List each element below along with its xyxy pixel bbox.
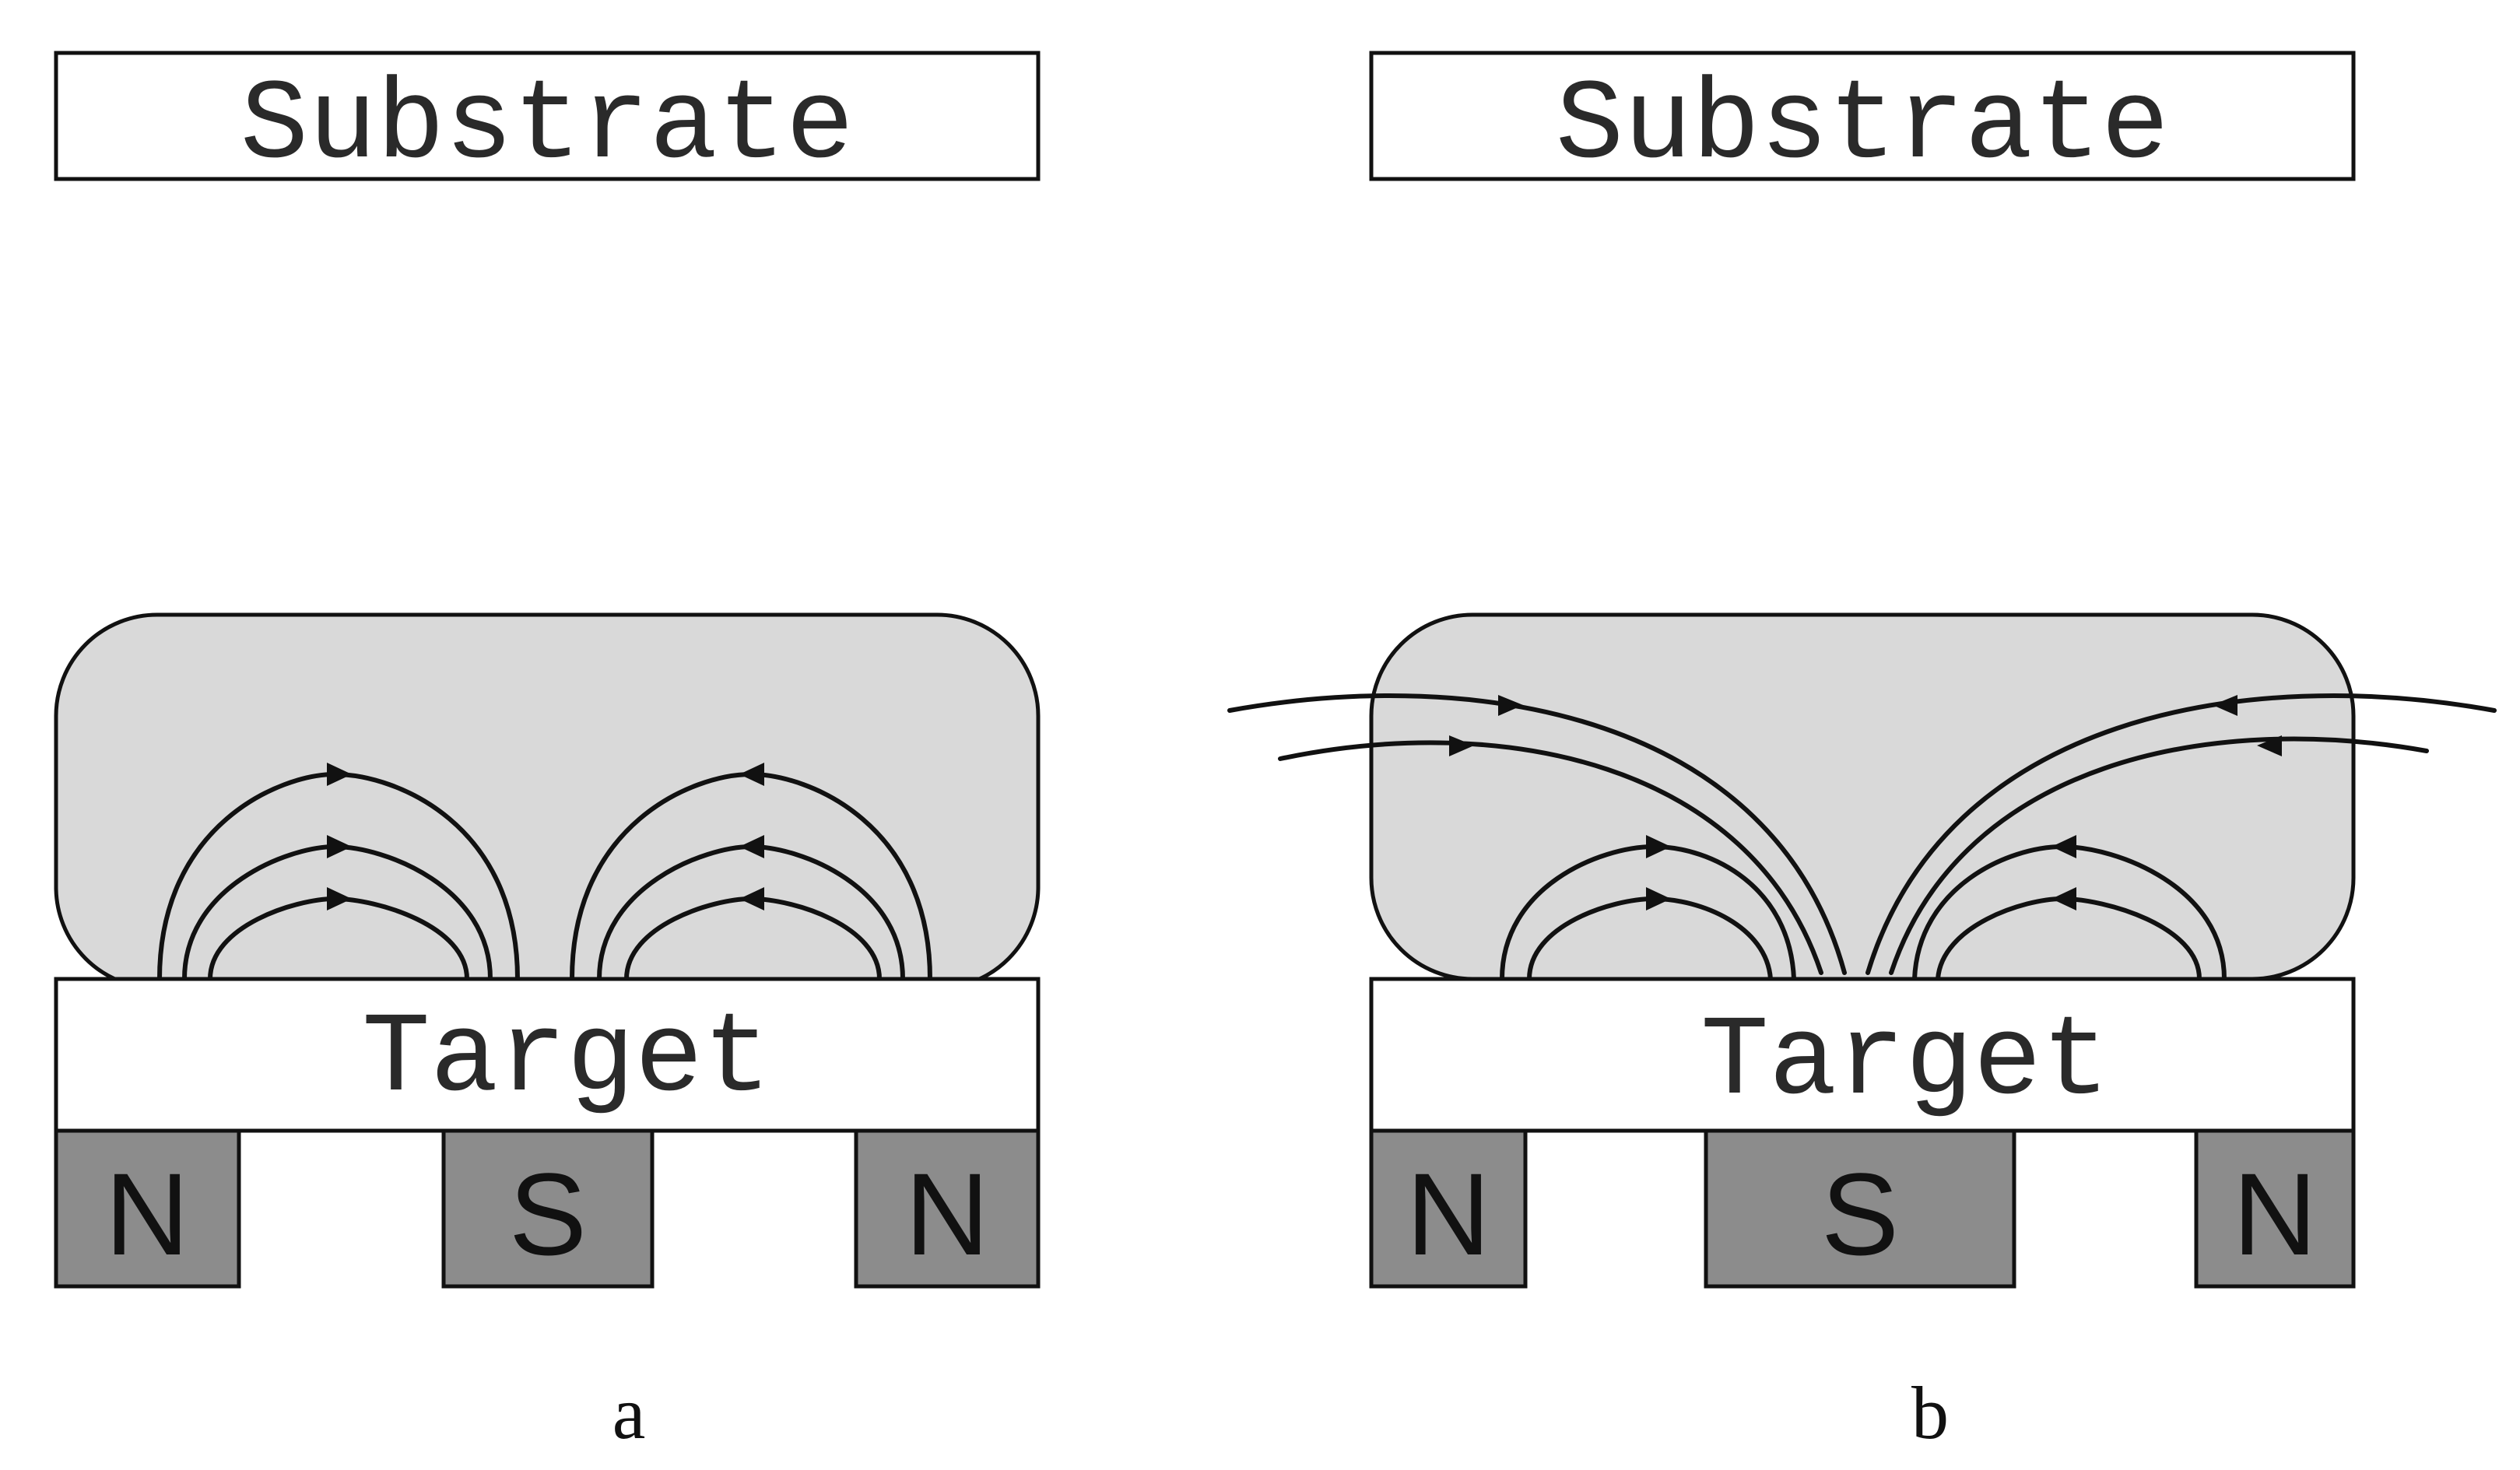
field-line [1865, 693, 2497, 975]
magnet-label: S [1821, 1149, 1899, 1279]
magnet-label: N [105, 1149, 189, 1279]
arrow-left-icon [739, 835, 764, 858]
magnet-label: N [1406, 1149, 1490, 1279]
panel-a: Substrate Target [54, 51, 1041, 1454]
magnet-south-b [1704, 1128, 2016, 1289]
magnet-label: N [2233, 1149, 2317, 1279]
arrows-b [1449, 695, 2282, 910]
magnets-a: N S N [54, 1128, 1041, 1289]
arrow-left-icon [739, 887, 764, 910]
arrow-right-icon [327, 763, 352, 786]
plasma-region-b [1369, 612, 2356, 981]
arrow-right-icon [1449, 735, 1474, 756]
magnet-north-right-b [2194, 1128, 2356, 1289]
target-label-b: Target [1700, 998, 2110, 1127]
arrow-left-icon [2051, 835, 2076, 858]
arrow-right-icon [1498, 695, 1523, 716]
target-b: Target [1369, 977, 2356, 1133]
arrow-right-icon [1646, 835, 1671, 858]
arrow-left-icon [739, 763, 764, 786]
arrow-left-icon [2051, 887, 2076, 910]
magnet-north-right-a [854, 1128, 1041, 1289]
substrate-a: Substrate [54, 51, 1041, 191]
field-line [1889, 736, 2429, 975]
arrow-right-icon [1646, 887, 1671, 910]
arrow-left-icon [2213, 695, 2237, 716]
field-line [1278, 740, 1823, 975]
magnet-north-left-a [54, 1128, 241, 1289]
magnet-south-a [441, 1128, 655, 1289]
field-line [1227, 693, 1847, 975]
panel-label-a: a [612, 1371, 646, 1454]
arrow-right-icon [327, 835, 352, 858]
panel-b: Substrate [1227, 51, 2497, 1454]
magnet-north-left-b [1369, 1128, 1528, 1289]
panel-label-b: b [1911, 1371, 1949, 1454]
magnets-b: N S N [1369, 1128, 2356, 1289]
substrate-b: Substrate [1369, 51, 2356, 191]
magnet-label: S [509, 1149, 587, 1279]
arrows-a [327, 763, 764, 910]
arrow-left-icon [2257, 735, 2282, 756]
target-a: Target [54, 977, 1041, 1133]
substrate-label-b: Substrate [1556, 61, 2170, 191]
target-label-a: Target [362, 995, 771, 1124]
magnet-label: N [905, 1149, 989, 1279]
arrow-right-icon [327, 887, 352, 910]
substrate-label-a: Substrate [240, 61, 855, 191]
